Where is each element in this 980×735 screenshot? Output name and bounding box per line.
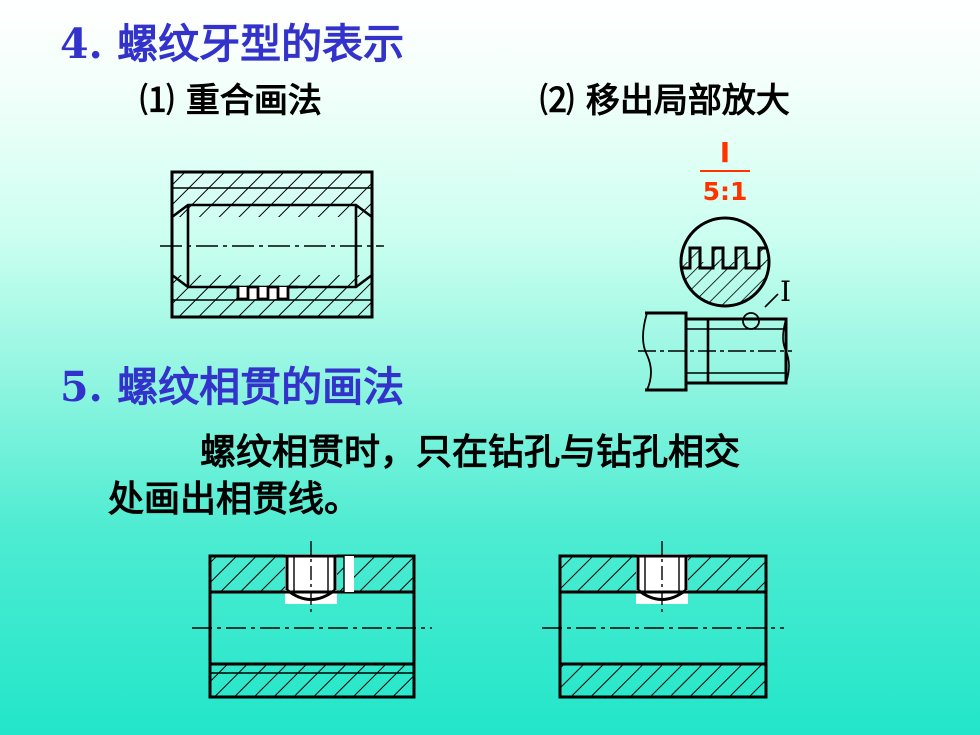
subheading-1-label: 重合画法: [185, 81, 322, 121]
figure-enlarged-detail: I 5:1 I: [638, 136, 792, 392]
subheading-enlarged-detail: ⑵ 移出局部放大: [540, 84, 790, 118]
body-outline-right: [558, 554, 768, 699]
figure-intersection-left: [192, 541, 432, 699]
figure-intersection-right: [542, 541, 784, 699]
detail-scale-label: 5:1: [703, 177, 748, 206]
thread-profile-enlarged: [681, 246, 769, 270]
section-4-heading: 4. 螺纹牙型的表示: [60, 24, 404, 65]
upper-chamfer: [171, 203, 373, 219]
subheading-overlay-method: ⑴ 重合画法: [140, 84, 322, 118]
subheading-1-number: ⑴: [140, 81, 174, 121]
paragraph-line-1: 螺纹相贯时，只在钻孔与钻孔相交: [200, 431, 741, 473]
detail-marker-label: I: [780, 275, 791, 308]
upper-wall-hatch: [172, 172, 372, 217]
section-5-number: 5.: [60, 363, 103, 411]
section-5-title: 螺纹相贯的画法: [117, 363, 405, 411]
outer-outline: [170, 170, 374, 319]
detail-numeral-label: I: [720, 136, 730, 169]
detail-marker-circle: [742, 312, 760, 330]
body-outline-left: [208, 554, 416, 699]
thread-teeth-profile: [228, 285, 298, 301]
head-break-line: [642, 312, 652, 391]
section-5-heading: 5. 螺纹相贯的画法: [60, 367, 404, 408]
leader-line: [764, 293, 779, 308]
detail-circle: [679, 216, 771, 308]
section-4-number: 4.: [60, 20, 103, 68]
thread-teeth-cutout: [238, 287, 288, 299]
paragraph-line-2: 处画出相贯线。: [108, 478, 361, 520]
figure-thread-overlay: [160, 170, 384, 319]
subheading-2-label: 移出局部放大: [585, 81, 790, 121]
subheading-2-number: ⑵: [540, 81, 574, 121]
section-4-title: 螺纹牙型的表示: [117, 20, 405, 68]
